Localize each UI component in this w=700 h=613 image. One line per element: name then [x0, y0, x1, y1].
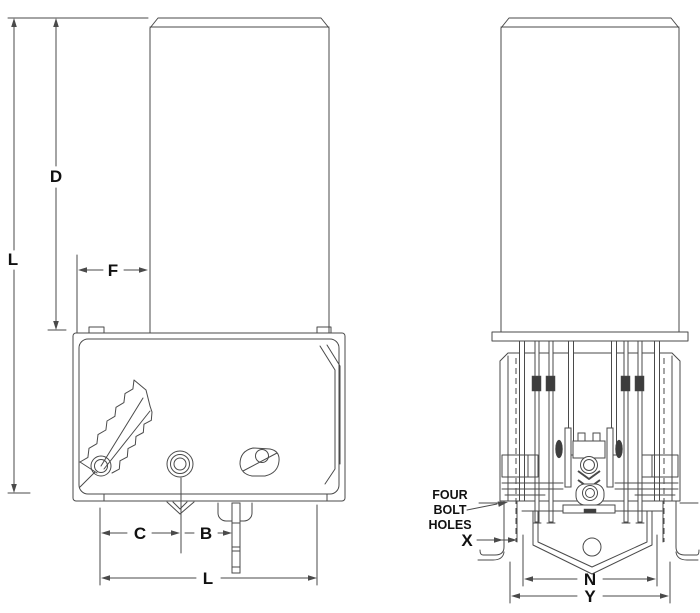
hidden-line [515, 358, 665, 542]
leader-line [466, 503, 498, 511]
base-structure [477, 482, 700, 561]
dim-overall-height: L [7, 17, 149, 494]
hex-nut [545, 375, 556, 392]
bolt-note: FOUR BOLT HOLES [428, 488, 508, 532]
bolt-note-line2: BOLT [433, 503, 466, 517]
leader-arrow [497, 501, 508, 507]
label-L-bottom: L [203, 569, 213, 588]
cam-detail [239, 447, 280, 477]
mounting-tab [88, 326, 332, 334]
cylinder-outline-side [500, 17, 680, 333]
left-foot [479, 500, 518, 556]
crosshead-block [572, 440, 606, 459]
label-L-vertical: L [8, 250, 18, 269]
side-view: FOUR BOLT HOLES X N Y [428, 17, 700, 606]
dim-flange-offset: F [76, 254, 148, 334]
pivot-hole [90, 455, 112, 477]
housing-outline [72, 326, 346, 502]
label-D: D [50, 167, 62, 186]
dim-inner-width: N [522, 534, 658, 589]
center-shaft-hole [166, 450, 194, 478]
label-N: N [584, 570, 596, 589]
dim-base-length: L [101, 504, 318, 588]
bottom-tab [88, 493, 328, 502]
hex-nut [620, 375, 631, 392]
flange [491, 331, 689, 342]
label-B: B [200, 524, 212, 543]
v-bracket [521, 510, 663, 575]
clevis-pin [580, 456, 598, 474]
spring-bolt-assemblies [531, 340, 645, 524]
central-linkage [555, 427, 623, 514]
bolt-note-line1: FOUR [432, 488, 467, 502]
cylinder-outline [149, 17, 330, 334]
dim-cylinder-height: D [47, 18, 67, 331]
pointer-wedge [166, 501, 195, 515]
right-foot [662, 500, 700, 556]
hex-nut [634, 375, 645, 392]
dim-outer-width: Y [509, 561, 671, 606]
front-view: L D F C B [7, 17, 346, 588]
label-F: F [108, 261, 118, 280]
release-lever [217, 502, 253, 574]
bracket-hole [582, 537, 602, 557]
dim-hole-spacing: C [99, 477, 182, 586]
hex-nut [531, 375, 542, 392]
label-C: C [134, 524, 146, 543]
bolt-note-line3: HOLES [428, 518, 471, 532]
ratchet-mechanism [79, 379, 153, 488]
side-ledges [501, 454, 679, 478]
dim-lever-offset: B [184, 524, 232, 543]
label-X: X [461, 531, 473, 550]
dim-bolt-hole-offset: X [461, 531, 517, 550]
label-Y: Y [584, 587, 596, 606]
